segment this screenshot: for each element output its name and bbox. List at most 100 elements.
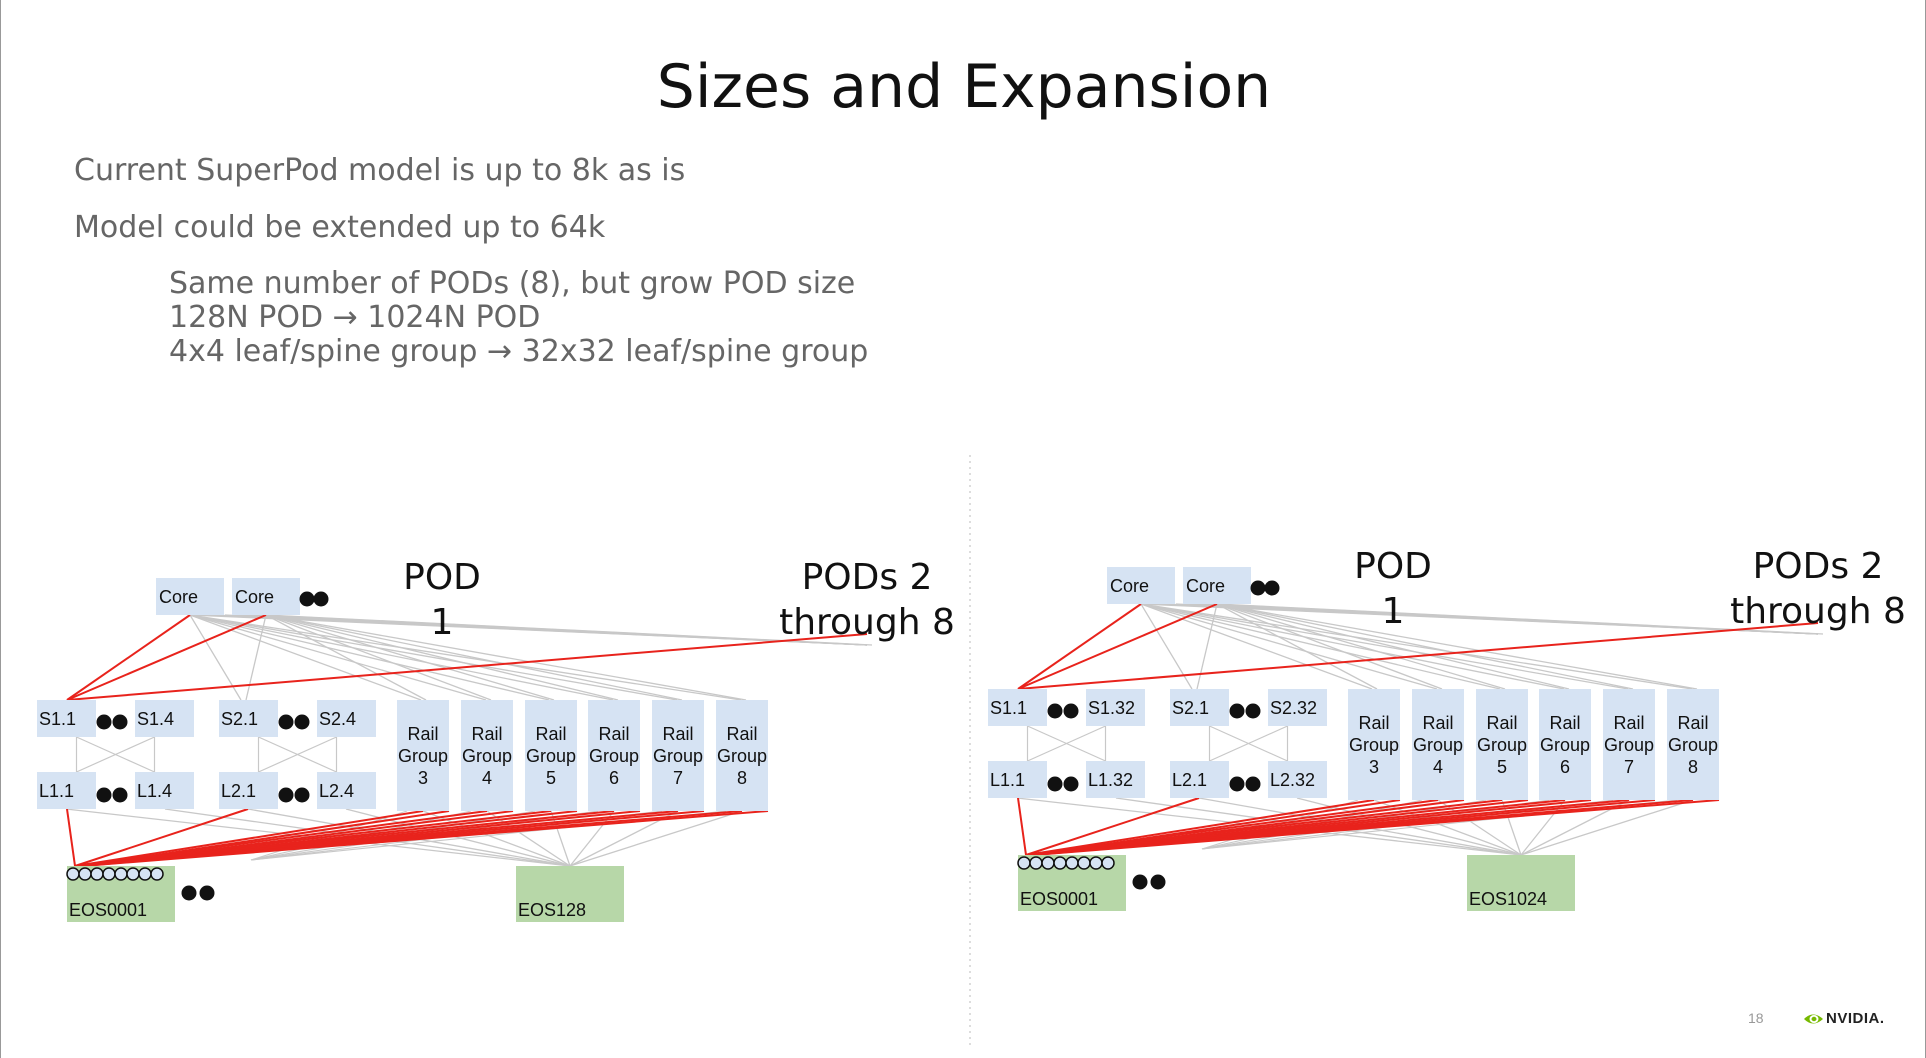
core-grey-link	[1216, 603, 1698, 690]
rail-group-label: Rail	[1358, 713, 1389, 733]
core-label: Core	[1186, 576, 1225, 596]
nvidia-eye-icon	[1804, 1014, 1823, 1024]
ellipsis-dot	[1047, 776, 1063, 792]
red-link	[1017, 603, 1142, 690]
pod-label: 1	[431, 602, 454, 643]
leaf-switch	[219, 772, 278, 809]
rail-group-label: Group	[1668, 735, 1718, 755]
core-grey-link	[189, 614, 422, 701]
rail-group-label: Rail	[598, 724, 629, 744]
rail-group-box	[1412, 689, 1464, 800]
core-switch	[1107, 567, 1175, 604]
core-grey-link	[1216, 603, 1634, 690]
rail-group-box	[397, 700, 449, 811]
core-label: Core	[1110, 576, 1149, 596]
eos-node-circle	[1077, 856, 1091, 870]
spine-switch	[37, 700, 96, 737]
leaf-label: L2.1	[1172, 770, 1207, 790]
red-link	[1025, 799, 1375, 856]
rail-group-box	[1539, 689, 1591, 800]
ellipsis-dot	[96, 787, 112, 803]
eos-node-circle	[1053, 856, 1067, 870]
core-grey-link	[189, 614, 487, 701]
eos-last-label: EOS1024	[1469, 889, 1547, 909]
rail-group-label: Rail	[1613, 713, 1644, 733]
rail-group-label: Group	[1540, 735, 1590, 755]
ellipsis-dot	[1150, 874, 1166, 890]
eos-last-box	[1467, 855, 1575, 911]
eos-node-circle	[138, 867, 152, 881]
ellipsis-dot	[1063, 703, 1079, 719]
eos-last-label: EOS128	[518, 900, 586, 920]
red-link	[66, 614, 267, 701]
spine-switch	[317, 700, 376, 737]
leaf-switch	[1268, 761, 1327, 798]
ellipsis-dot	[1229, 776, 1245, 792]
spine-switch	[135, 700, 194, 737]
leaf-label: L2.1	[221, 781, 256, 801]
core-grey-link	[1216, 603, 1443, 690]
core-grey-link	[1211, 603, 1819, 635]
spine-label: S2.1	[1172, 698, 1209, 718]
rail-group-label: 6	[1560, 757, 1570, 777]
red-link	[74, 810, 424, 867]
red-link	[1025, 797, 1200, 856]
red-link	[74, 808, 249, 867]
leaf-label: L1.4	[137, 781, 172, 801]
ellipsis-dot	[112, 714, 128, 730]
red-link	[1025, 799, 1439, 856]
subbullet-2: 128N POD → 1024N POD	[169, 300, 541, 335]
spine-switch	[1170, 689, 1229, 726]
spine-leaf-link	[1027, 725, 1106, 762]
rail-group-label: Group	[526, 746, 576, 766]
leaf-switch	[1170, 761, 1229, 798]
ellipsis-dot	[1229, 703, 1245, 719]
rail-group-label: Group	[653, 746, 703, 766]
core-grey-link	[265, 614, 555, 701]
leaf-switch	[317, 772, 376, 809]
eos-node-circle	[150, 867, 164, 881]
slide-title: Sizes and Expansion	[656, 52, 1272, 122]
eos-node-circle	[66, 867, 80, 881]
eos-node-circle	[1065, 856, 1079, 870]
ellipsis-dot	[199, 885, 215, 901]
ellipsis-dot	[278, 714, 294, 730]
ellipsis-dot	[96, 714, 112, 730]
rail-group-box	[1348, 689, 1400, 800]
core-switch	[1183, 567, 1251, 604]
core-grey-link	[265, 614, 619, 701]
core-grey-link	[1216, 603, 1378, 690]
eos-node-circle	[1017, 856, 1031, 870]
spine-leaf-link	[76, 736, 155, 773]
red-link	[1017, 797, 1027, 856]
core-grey-link	[265, 614, 427, 701]
leaf-switch	[37, 772, 96, 809]
nvidia-logo: NVIDIA.	[1802, 1009, 1892, 1029]
red-link	[66, 614, 191, 701]
red-link	[74, 810, 552, 867]
core-grey-link	[189, 614, 614, 701]
pods-label: PODs 2	[1753, 546, 1884, 587]
spine-switch	[988, 689, 1047, 726]
ellipsis-dot	[294, 714, 310, 730]
spine-label: S1.1	[990, 698, 1027, 718]
pod-label: POD	[1354, 546, 1432, 587]
subbullet-3: 4x4 leaf/spine group → 32x32 leaf/spine …	[169, 334, 869, 369]
core-grey-link	[260, 614, 868, 646]
rail-group-label: Rail	[1549, 713, 1580, 733]
leaf-switch	[135, 772, 194, 809]
rail-group-label: Group	[589, 746, 639, 766]
rail-group-box	[588, 700, 640, 811]
ellipsis-dot	[181, 885, 197, 901]
leaf-switch	[1086, 761, 1145, 798]
core-switch	[156, 578, 224, 615]
ellipsis-dot	[1063, 776, 1079, 792]
red-link	[66, 808, 76, 867]
core-label: Core	[235, 587, 274, 607]
rail-group-label: Rail	[726, 724, 757, 744]
rail-group-label: Rail	[407, 724, 438, 744]
rail-group-label: 3	[1369, 757, 1379, 777]
rail-group-label: Rail	[1422, 713, 1453, 733]
